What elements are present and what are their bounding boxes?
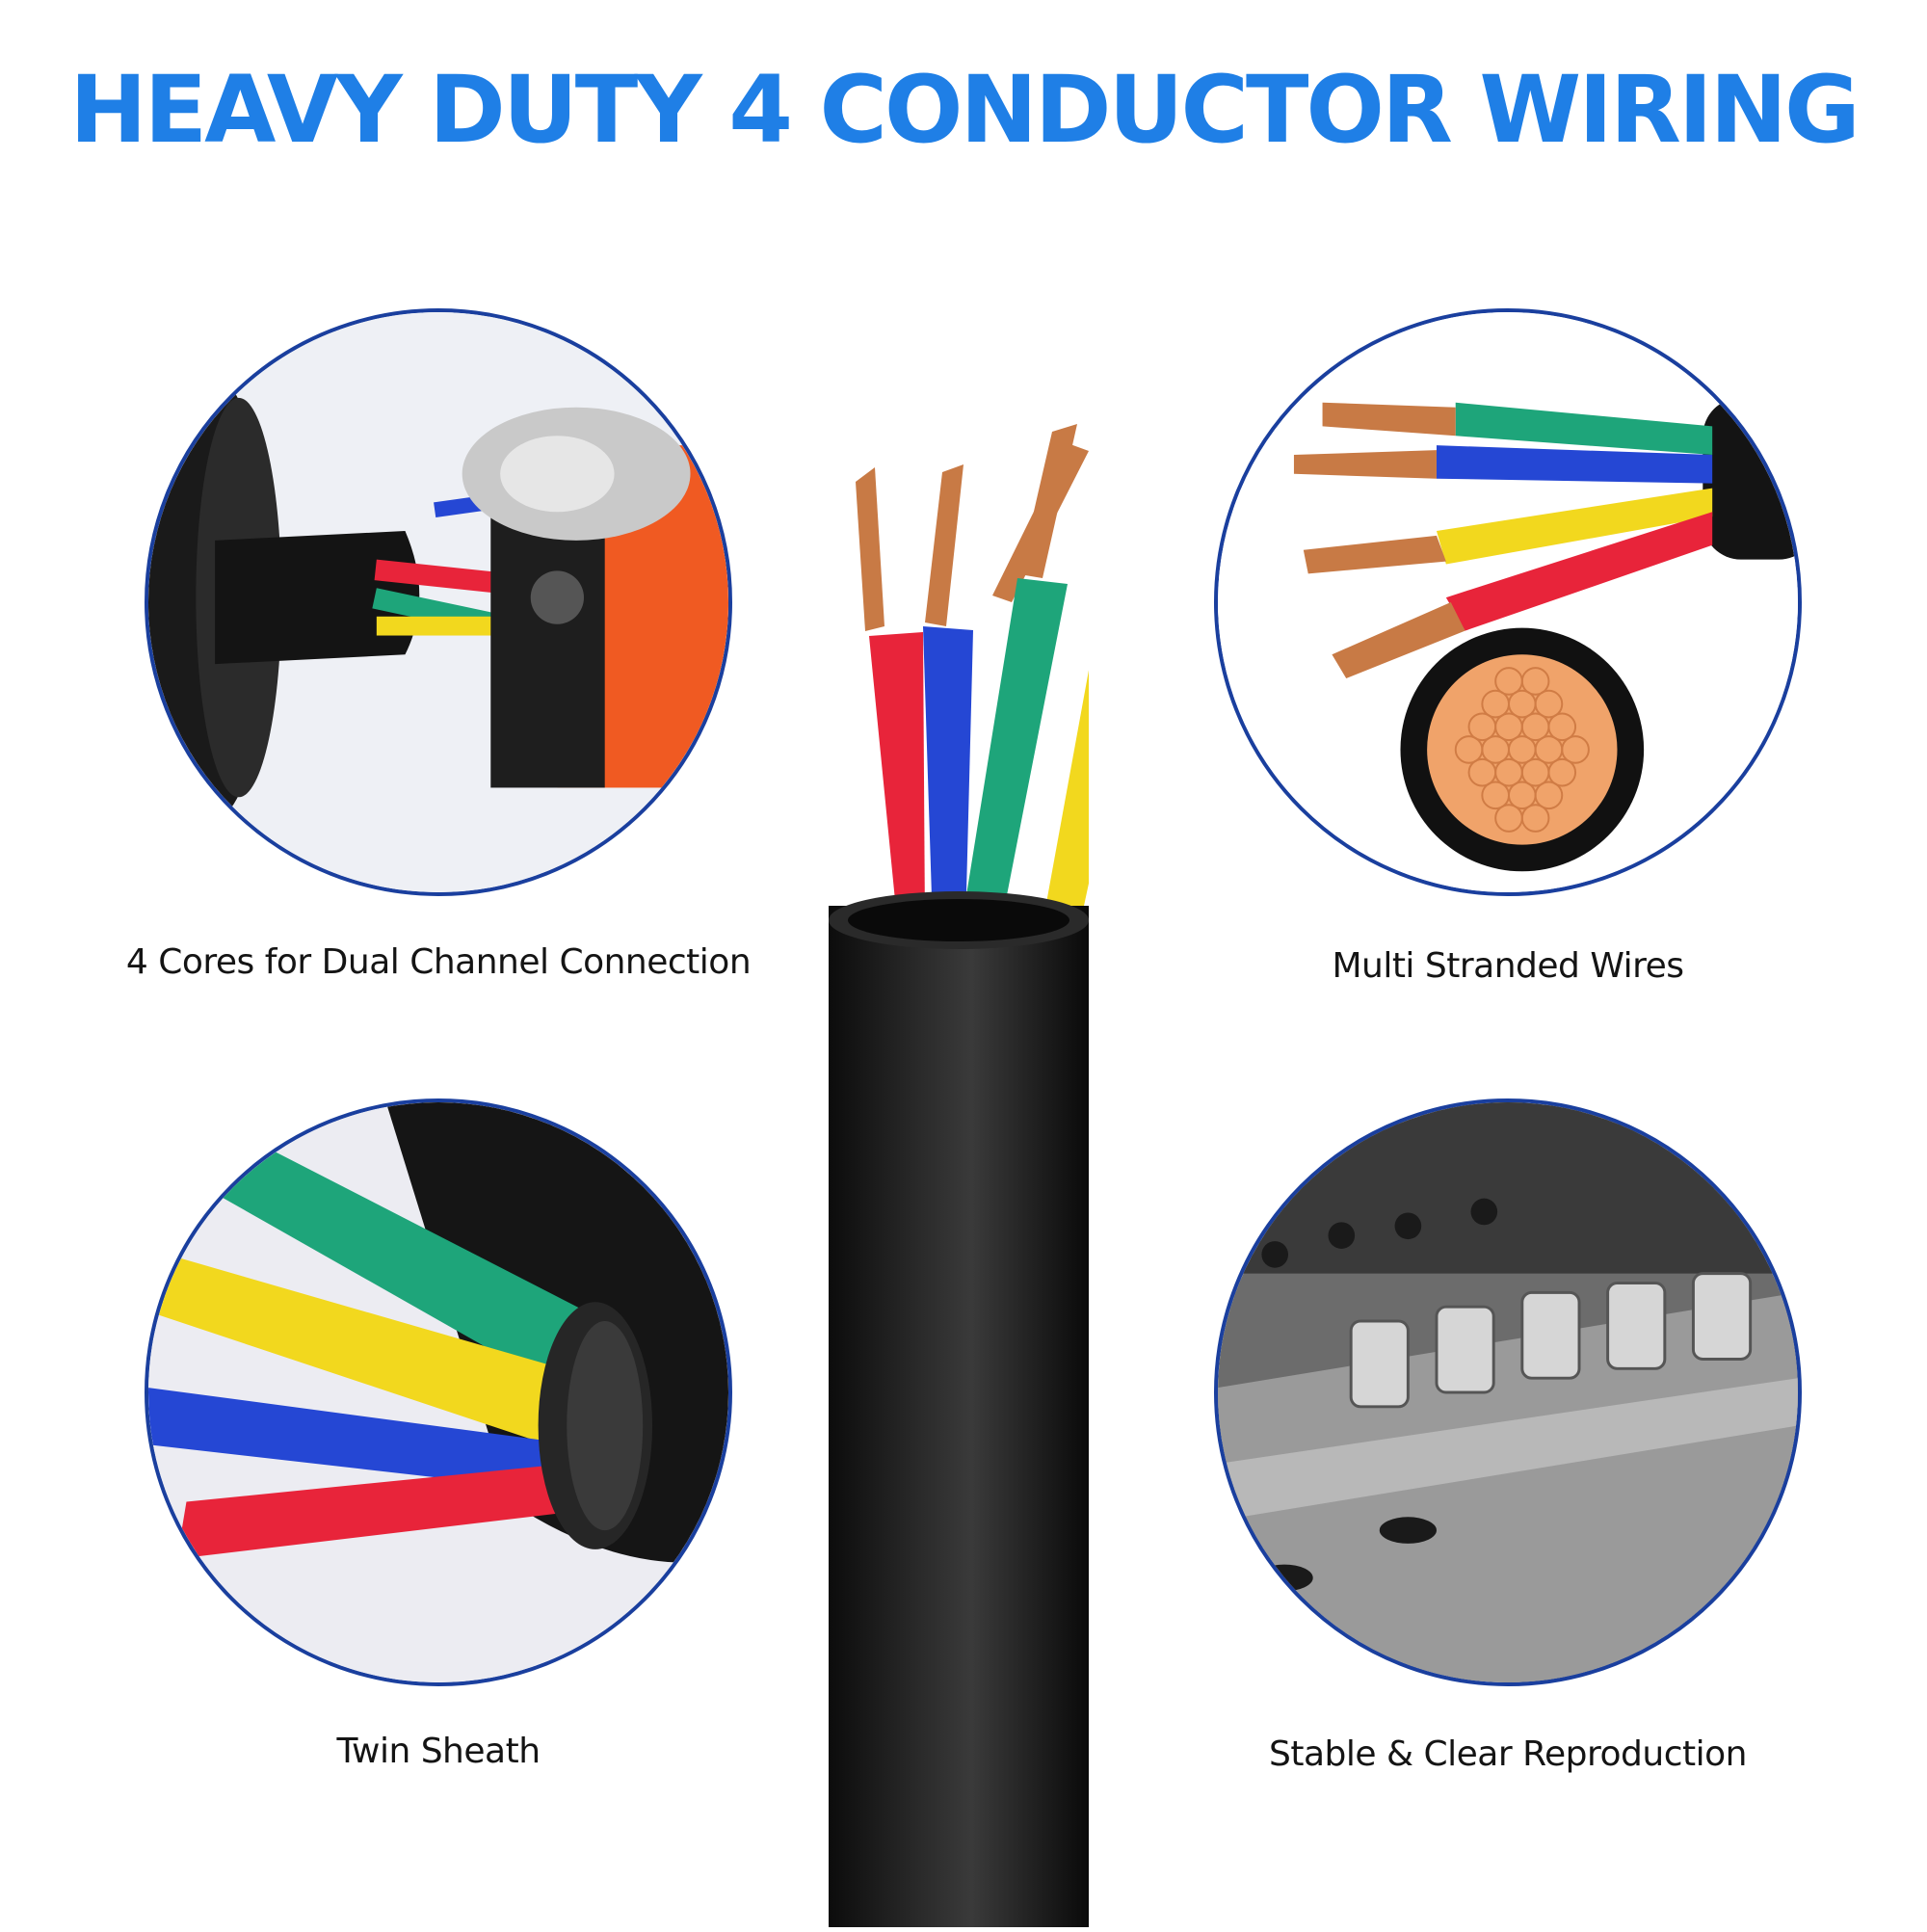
- stranded-wire-icon: [1218, 312, 1798, 892]
- page-title: HEAVY DUTY 4 CONDUCTOR WIRING: [69, 56, 1861, 164]
- feature-circle-mixer: [1214, 1098, 1802, 1686]
- connector-plug-icon: [148, 312, 728, 892]
- feature-circle-connector: [145, 308, 732, 896]
- cable-illustration: [829, 405, 1148, 1927]
- twin-sheath-icon: [148, 1102, 728, 1682]
- feature-circle-twin-sheath: [145, 1098, 732, 1686]
- caption-multi-stranded: Multi Stranded Wires: [1332, 946, 1684, 986]
- feature-circle-stranded: [1214, 308, 1802, 896]
- caption-twin-sheath: Twin Sheath: [336, 1732, 541, 1771]
- caption-dual-channel: 4 Cores for Dual Channel Connection: [125, 942, 752, 982]
- audio-mixer-icon: [1218, 1102, 1798, 1682]
- caption-stable-reproduction: Stable & Clear Reproduction: [1269, 1734, 1747, 1774]
